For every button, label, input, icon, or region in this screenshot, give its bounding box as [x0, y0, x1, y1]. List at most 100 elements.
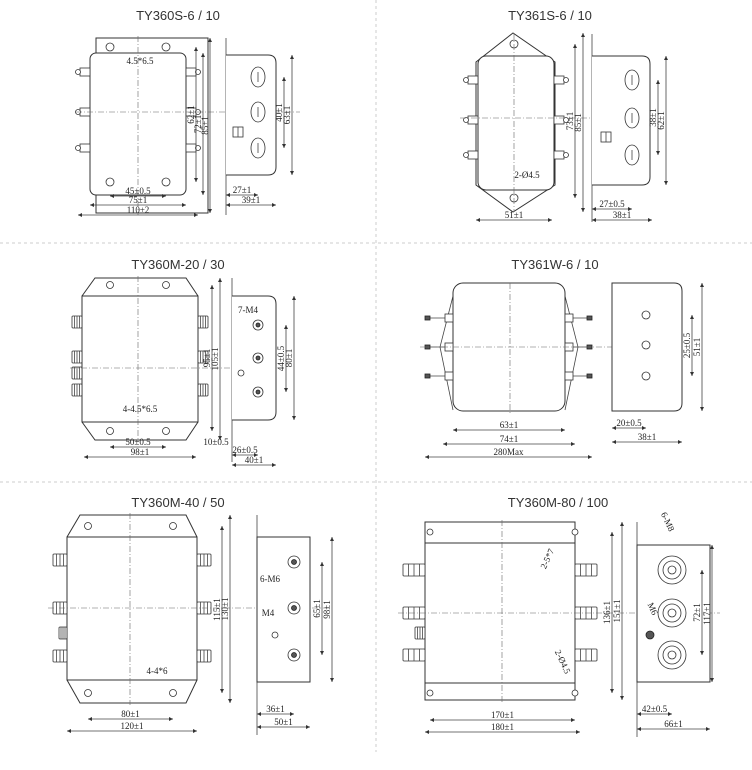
side-body — [256, 536, 311, 683]
dimension-label: 85±1 — [200, 116, 210, 134]
panel-title: TY361S-6 / 10 — [508, 8, 592, 23]
ground-stud — [237, 369, 245, 377]
dimension-label: 62±1 — [186, 105, 196, 123]
dimension-label: 50±1 — [274, 717, 292, 727]
terminal — [553, 75, 565, 85]
mounting-hole — [571, 528, 579, 536]
dimension-label: 40±1 — [245, 455, 263, 465]
terminal-collar — [564, 371, 574, 381]
dimension-label: 51±1 — [692, 338, 702, 356]
mounting-hole — [162, 427, 170, 435]
mounting-hole — [84, 522, 92, 530]
dimension-label: 27±0.5 — [599, 199, 625, 209]
dimension-label: 180±1 — [491, 722, 514, 732]
dimension-label: 130±1 — [220, 598, 230, 621]
mounting-hole — [106, 281, 114, 289]
dimension-label: 98±1 — [322, 600, 332, 618]
side-body — [592, 55, 651, 186]
terminal — [467, 115, 479, 125]
terminal-stud-center — [255, 322, 261, 328]
dimension-label: 74±1 — [500, 434, 518, 444]
terminal-screw — [563, 117, 569, 123]
ground-label: M4 — [262, 608, 275, 618]
terminal-stud-center — [255, 389, 261, 395]
dimension-label: 151±1 — [612, 600, 622, 623]
mounting-hole — [162, 281, 170, 289]
terminal-tip — [424, 315, 431, 321]
terminal — [185, 67, 197, 77]
terminal — [79, 143, 91, 153]
terminal — [185, 143, 197, 153]
dimension-label: 4-4.5*6.5 — [123, 404, 158, 414]
dimension-label: 170±1 — [491, 710, 514, 720]
ground-label: M6 — [646, 601, 661, 617]
dimension-label: 45±0.5 — [125, 186, 151, 196]
dimension-label: 4.5*6.5 — [127, 56, 155, 66]
dimension-label: 62±1 — [656, 111, 666, 129]
stud-label: 6-M6 — [260, 574, 280, 584]
terminal — [79, 67, 91, 77]
stud-label: 7-M4 — [238, 305, 258, 315]
dimension-label: 38±1 — [648, 108, 658, 126]
mounting-hole — [161, 42, 171, 52]
filter-body — [66, 536, 198, 681]
dimension-label: 73±1 — [565, 112, 575, 130]
dimension-label: 42±0.5 — [642, 704, 668, 714]
dimension-label: 80±1 — [121, 709, 139, 719]
dimension-label: 115±1 — [212, 598, 222, 621]
mounting-hole — [169, 689, 177, 697]
terminal-collar — [564, 313, 574, 323]
ground-stud — [271, 631, 279, 639]
terminal-screw — [75, 69, 81, 75]
dimension-label: 72±1 — [692, 603, 702, 621]
mounting-hole — [105, 42, 115, 52]
dimension-label: 10±0.5 — [203, 437, 229, 447]
mounting-hole — [161, 177, 171, 187]
dimension-label: 110±2 — [127, 205, 150, 215]
terminal — [467, 150, 479, 160]
terminal — [553, 115, 565, 125]
terminal-stud — [641, 340, 651, 350]
terminal-stud-center — [667, 565, 677, 575]
terminal-screw — [563, 152, 569, 158]
panel-ty360m-40-50: TY360M-40 / 504-4*6115±1130±180±1120±16-… — [48, 495, 334, 735]
mounting-hole — [106, 427, 114, 435]
terminal-screw — [463, 77, 469, 83]
panel-title: TY360M-20 / 30 — [131, 257, 224, 272]
dimension-label: 66±1 — [664, 719, 682, 729]
dimension-label: 75±1 — [129, 195, 147, 205]
dimension-label: 20±0.5 — [616, 418, 642, 428]
terminal-tip — [586, 373, 593, 379]
panel-title: TY360S-6 / 10 — [136, 8, 220, 23]
dimension-label: 72±1 — [193, 115, 203, 133]
terminal-collar — [444, 371, 454, 381]
dimension-label: 25±0.5 — [682, 332, 692, 358]
dimension-label: 26±0.5 — [232, 445, 258, 455]
dimension-label: 38±1 — [638, 432, 656, 442]
terminal-collar — [444, 313, 454, 323]
dimension-label: 51±1 — [505, 210, 523, 220]
dimension-label: 36±1 — [266, 704, 284, 714]
dimension-label: 40±1 — [274, 103, 284, 121]
panel-ty360m-20-30: TY360M-20 / 304-4.5*6.595±1105±150±0.598… — [70, 257, 296, 467]
terminal-tip — [424, 373, 431, 379]
dimension-label: 4-4*6 — [147, 666, 168, 676]
terminal — [467, 75, 479, 85]
dimension-label: 98±1 — [131, 447, 149, 457]
dimension-label: 44±0.5 — [276, 345, 286, 371]
dimension-label: 117±1 — [702, 602, 712, 625]
dimension-label: 50±0.5 — [125, 437, 151, 447]
mounting-hole — [105, 177, 115, 187]
dimension-label: 105±1 — [210, 348, 220, 371]
mounting-hole — [169, 522, 177, 530]
mounting-hole — [84, 689, 92, 697]
terminal-tip — [586, 315, 593, 321]
panel-title: TY360M-40 / 50 — [131, 495, 224, 510]
terminal-screw — [563, 77, 569, 83]
dimension-label: 80±1 — [284, 349, 294, 367]
dimension-label: 63±1 — [282, 106, 292, 124]
